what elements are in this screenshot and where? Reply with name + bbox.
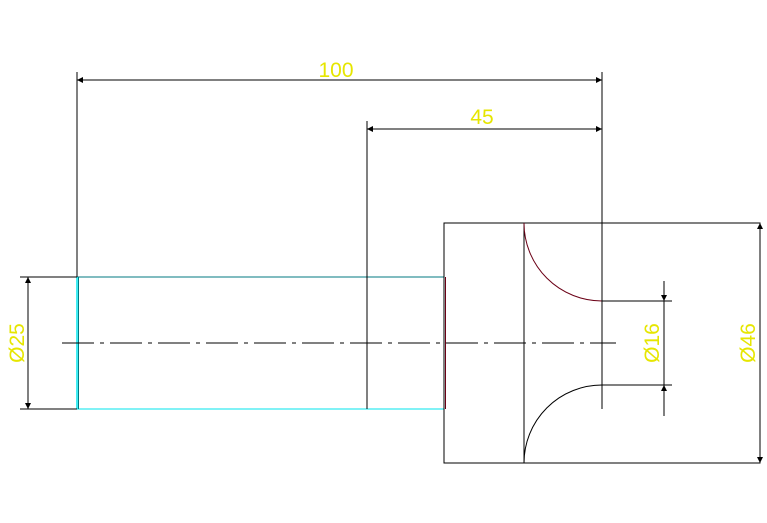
bore-upper-arc: [523, 222, 603, 302]
dimension-overall-length: 100: [76, 59, 603, 409]
dimension-text-16: Ø16: [641, 323, 664, 363]
dimension-text-45: 45: [470, 106, 493, 129]
dimension-text-100: 100: [318, 59, 353, 82]
dimension-text-25: Ø25: [6, 323, 29, 363]
dimension-head-diameter: Ø46: [737, 223, 763, 463]
dimension-head-length: 45: [366, 106, 602, 409]
dimension-shaft-diameter: Ø25: [6, 276, 77, 410]
bore-lower-arc: [523, 384, 603, 464]
dimension-text-46: Ø46: [737, 323, 760, 363]
dimension-bore-diameter: Ø16: [602, 281, 672, 416]
